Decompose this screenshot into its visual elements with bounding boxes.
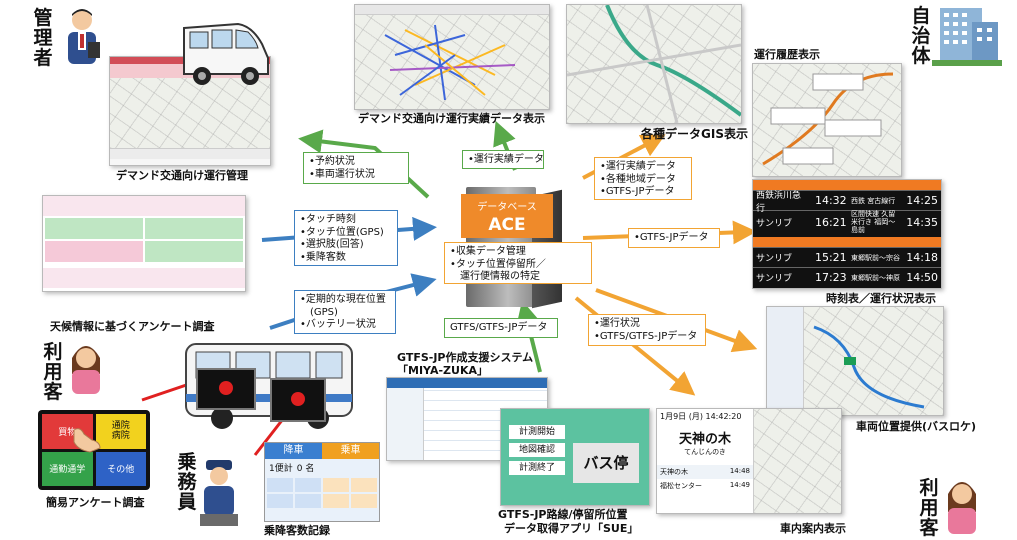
caption-miyazuka-line2: 「MIYA-ZUKA」 bbox=[397, 364, 488, 377]
server-title: データベース bbox=[477, 202, 537, 213]
in-vehicle-next-stop: 天神の木 bbox=[678, 432, 731, 447]
caption-timetable: 時刻表／運行状況表示 bbox=[826, 292, 936, 305]
caption-in-vehicle: 車内案内表示 bbox=[780, 522, 846, 535]
bus-tablet-2 bbox=[270, 378, 326, 422]
crew-avatar-icon bbox=[196, 456, 242, 528]
city-building-icon bbox=[932, 4, 1002, 66]
survey-option-shopping[interactable]: 買物 bbox=[42, 414, 93, 449]
server-functions-box: •収集データ管理•タッチ位置停留所／ 運行便情報の特定 bbox=[444, 242, 592, 284]
survey-option-hospital[interactable]: 通院 病院 bbox=[95, 414, 146, 449]
caption-demand-mgmt: デマンド交通向け運行管理 bbox=[116, 169, 248, 182]
box-touch-data: •タッチ時刻•タッチ位置(GPS)•選択肢(回答)•乗降客数 bbox=[294, 210, 398, 266]
box-status-gtfs: •運行状況•GTFS/GTFS-JPデータ bbox=[588, 314, 706, 346]
box-results-data: •運行実績データ bbox=[462, 150, 544, 169]
van-icon bbox=[178, 18, 272, 88]
user-right-avatar-icon bbox=[940, 474, 984, 534]
role-manager: 管理者 bbox=[33, 7, 53, 69]
in-vehicle-next-stop-kana: てんじんのき bbox=[684, 448, 726, 456]
caption-history: 運行履歴表示 bbox=[754, 48, 820, 61]
demand-results-screenshot bbox=[354, 4, 550, 110]
caption-bus-location: 車両位置提供(バスロケ) bbox=[856, 420, 977, 433]
box-gtfs-upload: GTFS/GTFS-JPデータ bbox=[444, 318, 558, 338]
role-crew: 乗務員 bbox=[177, 451, 197, 513]
caption-miyazuka-line1: GTFS-JP作成支援システム bbox=[397, 351, 534, 364]
hand-pointer-icon bbox=[70, 426, 104, 454]
alight-header: 降車 bbox=[265, 443, 322, 459]
sue-stop-button[interactable]: バス停 bbox=[573, 443, 639, 483]
box-periodic-data: •定期的な現在位置 (GPS)•バッテリー状況 bbox=[294, 290, 396, 334]
caption-sue-line1: GTFS-JP路線/停留所位置 bbox=[498, 508, 628, 521]
sue-end-button[interactable]: 計測終了 bbox=[509, 461, 565, 475]
caption-gis: 各種データGIS表示 bbox=[641, 127, 748, 141]
survey-option-commute[interactable]: 通勤通学 bbox=[42, 451, 93, 486]
survey-screenshot bbox=[42, 195, 246, 292]
in-vehicle-date: 1月9日 (月) 14:42:20 bbox=[660, 412, 742, 421]
caption-sue-line2: データ取得アプリ「SUE」 bbox=[504, 522, 639, 535]
bus-location-screenshot bbox=[766, 306, 944, 416]
boarding-counter-screen: 降車 乗車 1便計 0 名 bbox=[264, 442, 380, 522]
box-gis-data: •運行実績データ•各種地域データ•GTFS-JPデータ bbox=[594, 157, 692, 200]
server-label: データベース ACE bbox=[461, 194, 553, 238]
caption-demand-results: デマンド交通向け運行実績データ表示 bbox=[358, 112, 545, 125]
role-user-right: 利用客 bbox=[919, 477, 939, 539]
bus-tablet-1 bbox=[196, 368, 256, 410]
manager-avatar-icon bbox=[58, 6, 106, 70]
sue-app-screenshot: 計測開始 地図確認 計測終了 バス停 bbox=[500, 408, 650, 506]
user-left-avatar-icon bbox=[64, 338, 108, 394]
total-value: 0 名 bbox=[296, 464, 315, 474]
survey-option-other[interactable]: その他 bbox=[95, 451, 146, 486]
caption-boarding-count: 乗降客数記録 bbox=[264, 524, 330, 537]
caption-survey-weather: 天候情報に基づくアンケート調査 bbox=[50, 320, 215, 333]
sue-start-button[interactable]: 計測開始 bbox=[509, 425, 565, 439]
history-screenshot bbox=[752, 63, 902, 177]
gis-screenshot bbox=[566, 4, 742, 124]
caption-simple-survey: 簡易アンケート調査 bbox=[46, 496, 145, 509]
server-name: ACE bbox=[488, 215, 526, 235]
box-demand-status: •予約状況•車両運行状況 bbox=[303, 152, 409, 184]
role-municipality: 自治体 bbox=[911, 5, 931, 67]
total-label: 1便計 bbox=[269, 464, 293, 474]
board-header: 乗車 bbox=[322, 443, 379, 459]
box-gtfs-data: •GTFS-JPデータ bbox=[628, 228, 720, 248]
arrow-ace-to-demand bbox=[298, 129, 430, 199]
sue-map-button[interactable]: 地図確認 bbox=[509, 443, 565, 457]
role-user-left: 利用客 bbox=[43, 341, 63, 403]
